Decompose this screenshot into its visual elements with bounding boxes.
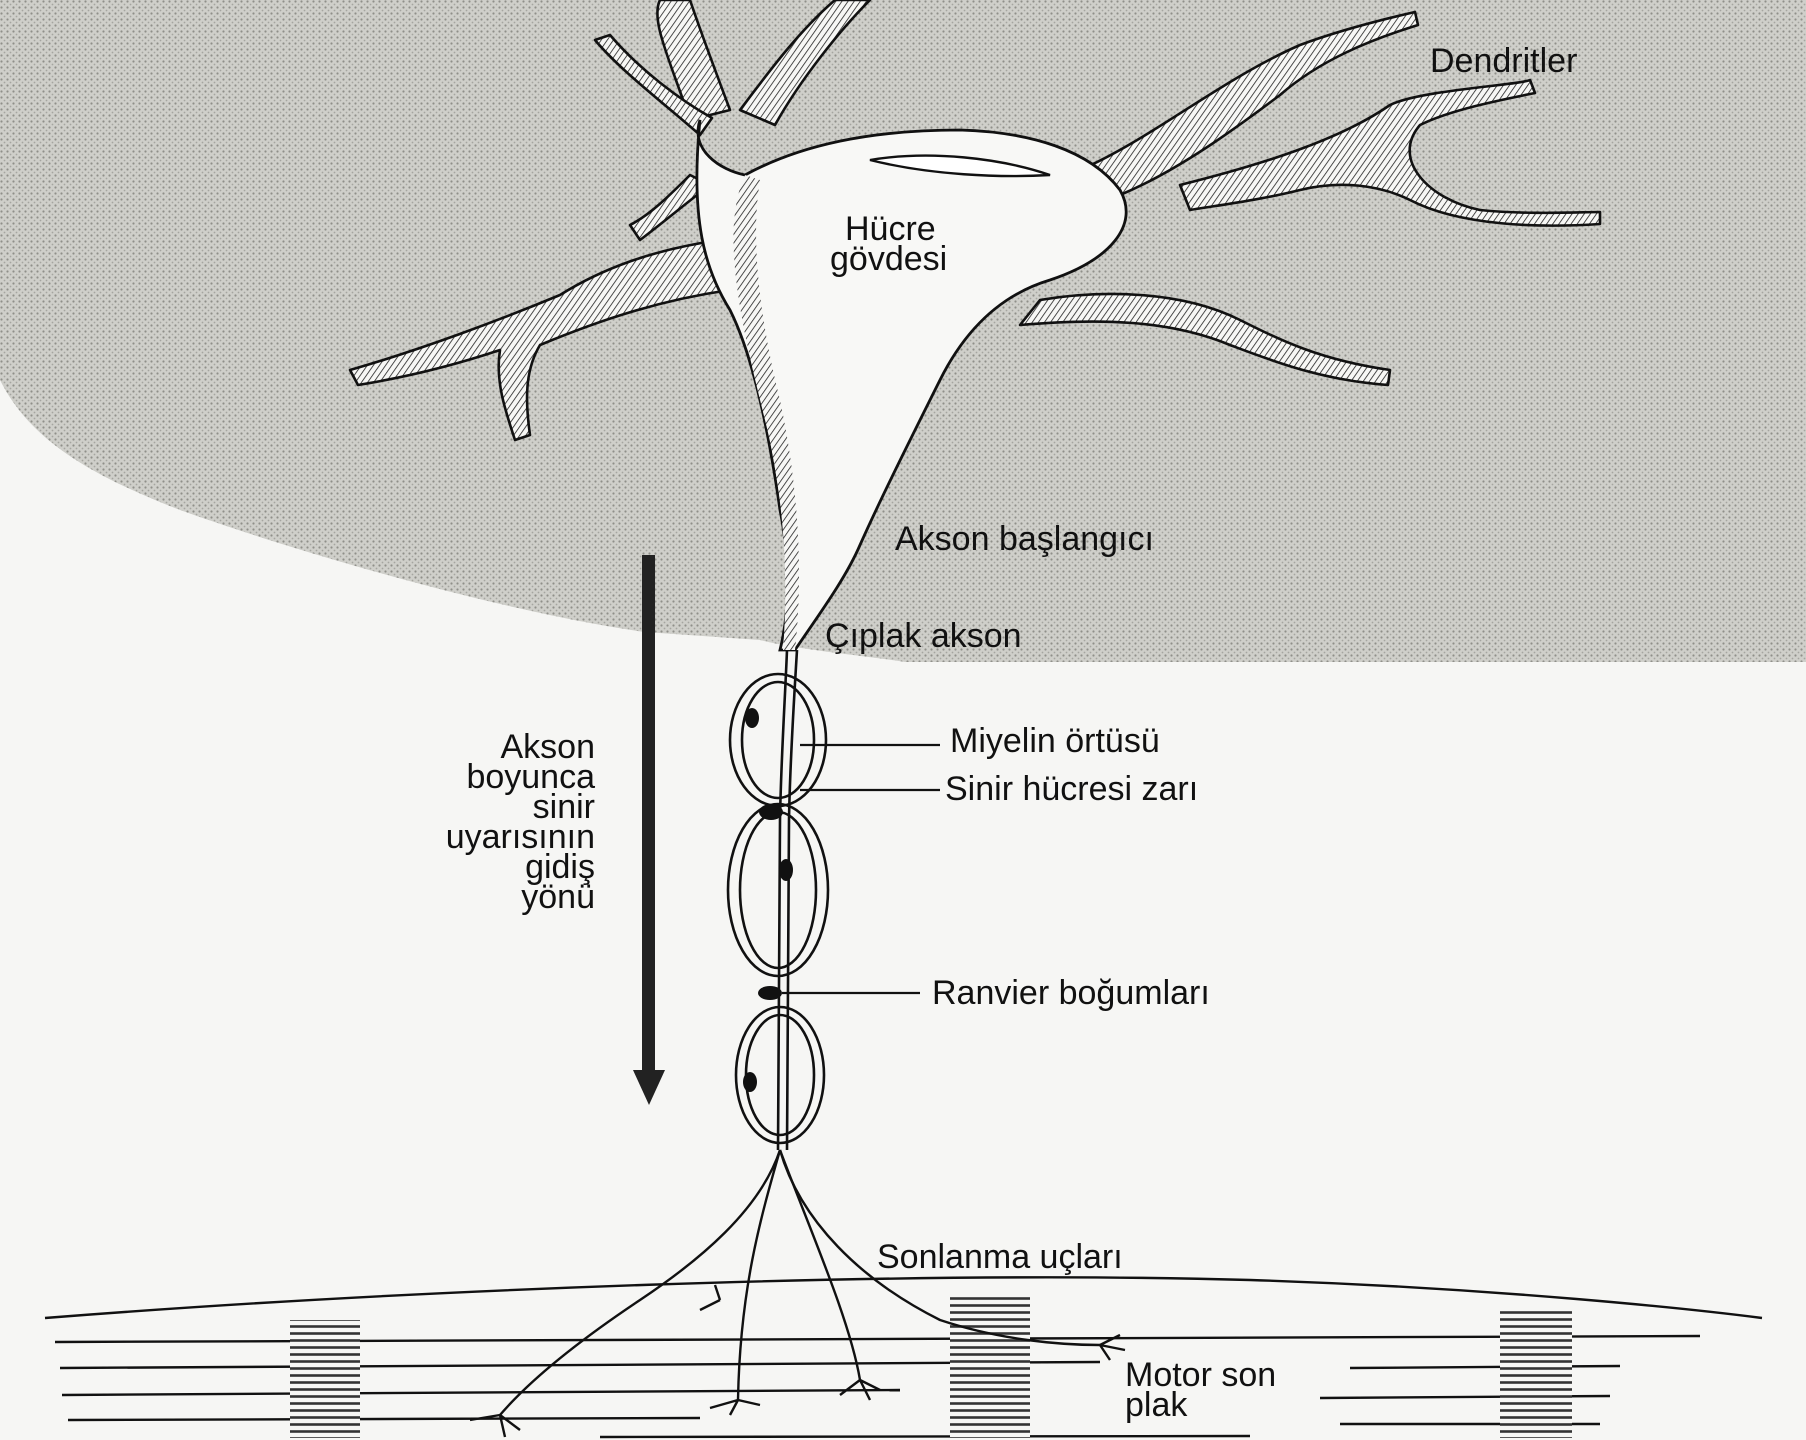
label-cell-membrane: Sinir hücresi zarı: [945, 770, 1198, 808]
label-cell-body-line2: gövdesi: [830, 240, 947, 278]
label-nodes-of-ranvier: Ranvier boğumları: [932, 974, 1210, 1012]
label-terminal-branches: Sonlanma uçları: [877, 1238, 1123, 1276]
label-motor-end-plate-line2: plak: [1125, 1386, 1188, 1424]
label-direction: Akson boyunca sinir uyarısının gidiş yön…: [446, 728, 595, 916]
down-arrow-icon: [633, 555, 665, 1105]
label-myelin-sheath: Miyelin örtüsü: [950, 722, 1160, 760]
label-axon-hillock: Akson başlangıcı: [895, 520, 1154, 558]
label-direction-line: yönü: [521, 878, 595, 916]
schwann-nuclei: [743, 708, 793, 1092]
label-bare-axon: Çıplak akson: [825, 617, 1022, 655]
label-dendrites: Dendritler: [1430, 42, 1577, 80]
axon: [778, 650, 797, 1150]
leader-lines: [782, 745, 940, 993]
